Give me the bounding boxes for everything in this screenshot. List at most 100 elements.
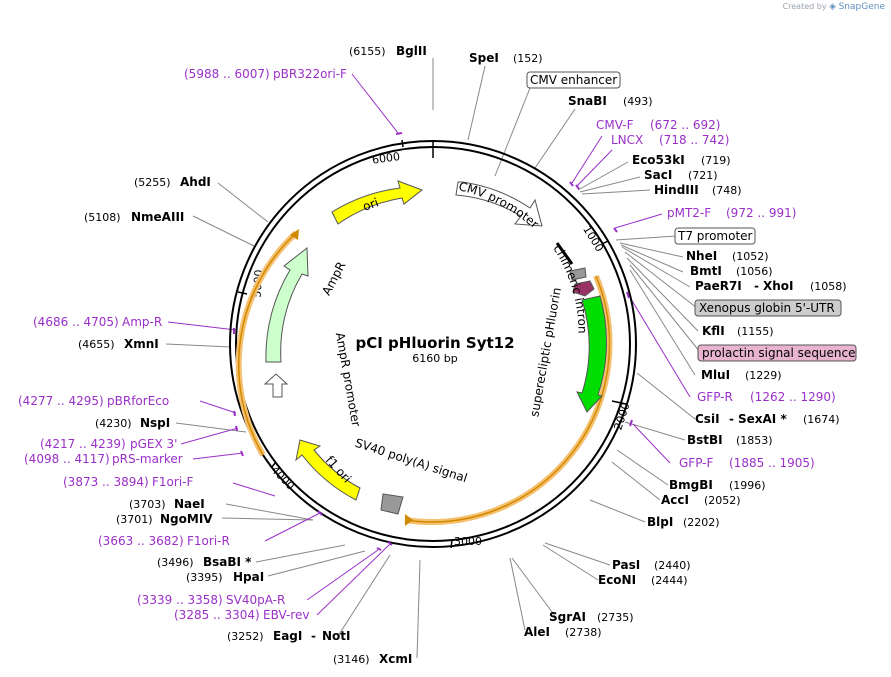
cmv-promoter-arrow <box>455 181 543 227</box>
snapgene-credit: Created by ◈ SnapGene <box>783 2 885 12</box>
site-sgrai-pos: (2735) <box>597 611 634 624</box>
tick-3000: 3000 <box>454 535 482 548</box>
primer-f1ori-f-name: F1ori-F <box>152 475 193 489</box>
primer-prs-marker-name: pRS-marker <box>112 452 183 466</box>
site-econi-name: EcoNI <box>598 573 636 587</box>
site-nmeaiii-pos: (5108) <box>84 211 121 224</box>
site-bsabi-pos: (3496) <box>157 556 194 569</box>
site-hindiii-pos: (748) <box>712 184 742 197</box>
primer-pbrforeco-name: pBRforEco <box>107 394 169 408</box>
phluorin-orf-arrow-icon <box>405 514 413 526</box>
site-sgrai-name: SgrAI <box>549 610 586 624</box>
phluorin-arrow <box>576 295 607 413</box>
site-nhei-pos: (1052) <box>732 250 769 263</box>
t7-promoter-label: T7 promoter <box>677 229 753 243</box>
site-bglii-pos: (6155) <box>349 45 386 58</box>
primer-gfp-r-name: GFP-R <box>697 390 733 404</box>
ampr-orf-line <box>238 232 297 456</box>
site-saci-pos: (721) <box>688 169 718 182</box>
cmv-enhancer-label: CMV enhancer <box>530 73 617 87</box>
primer-ebv-rev-range: (3285 .. 3304) <box>174 608 260 622</box>
primer-ebv-rev-name: EBV-rev <box>263 608 309 622</box>
primer-lncx-range: (718 .. 742) <box>659 133 729 147</box>
site-eco53ki-name: Eco53kI <box>632 153 685 167</box>
site-blpi-name: BlpI <box>647 515 673 529</box>
site-xmni-name: XmnI <box>124 337 159 351</box>
site-sexai-pos: (1674) <box>803 413 840 426</box>
site-saci-name: SacI <box>644 168 672 182</box>
site-econi-pos: (2444) <box>651 574 688 587</box>
primer-gfp-f-range: (1885 .. 1905) <box>729 456 815 470</box>
xenopus-utr-label: Xenopus globin 5'-UTR <box>699 301 835 315</box>
ampr-arrow <box>265 247 309 363</box>
tick-2000: 2000 <box>612 401 633 432</box>
t7-promoter-box <box>674 227 756 245</box>
site-bmti-pos: (1056) <box>736 265 773 278</box>
primer-cmv-f-name: CMV-F <box>596 118 634 132</box>
site-bmgbi-name: BmgBI <box>669 478 713 492</box>
primer-cmv-f-range: (672 .. 692) <box>650 118 720 132</box>
primer-pbr322ori-f-range: (5988 .. 6007) <box>184 67 270 81</box>
sv40-polya-box <box>380 493 404 515</box>
site-paer7i-name: PaeR7I <box>695 279 742 293</box>
site-csii-sep: - <box>729 412 734 426</box>
site-xhoi-pos: (1058) <box>810 280 847 293</box>
tick-marks <box>237 139 627 549</box>
site-acci-pos: (2052) <box>704 494 741 507</box>
site-alei-name: AleI <box>524 625 550 639</box>
site-ngomiv-name: NgoMIV <box>160 512 213 526</box>
site-mlui-name: MluI <box>701 368 730 382</box>
site-acci-name: AccI <box>661 493 689 507</box>
tick-1000: 1000 <box>580 223 606 254</box>
primer-gfp-r-range: (1262 .. 1290) <box>750 390 836 404</box>
site-nmeaiii-name: NmeAIII <box>131 210 184 224</box>
tick-4000: 4000 <box>268 463 297 492</box>
primer-leader-lines <box>167 73 691 616</box>
snapgene-logo-icon: ◈ <box>829 2 837 12</box>
primer-pbr322ori-f-name: pBR322ori-F <box>273 67 347 81</box>
site-pasi-pos: (2440) <box>654 559 691 572</box>
site-bstbi-name: BstBI <box>687 433 723 447</box>
ampr-label: AmpR <box>319 259 348 297</box>
primer-marks <box>233 132 633 551</box>
primer-pbrforeco-range: (4277 .. 4295) <box>18 394 104 408</box>
ampr-promoter-arrow <box>263 373 289 398</box>
site-hindiii-name: HindIII <box>654 183 699 197</box>
site-ngomiv-pos: (3701) <box>116 513 153 526</box>
primer-sv40pa-r-range: (3339 .. 3358) <box>137 593 223 607</box>
site-nspi-name: NspI <box>140 416 170 430</box>
site-bsabi-name: BsaBI * <box>203 555 252 569</box>
plasmid-length: 6160 bp <box>412 352 457 365</box>
primer-pgex3-range: (4217 .. 4239) <box>40 437 126 451</box>
site-kfli-name: KflI <box>702 324 725 338</box>
site-kfli-pos: (1155) <box>737 325 774 338</box>
site-snabi-pos: (493) <box>623 95 653 108</box>
primer-f1ori-r-range: (3663 .. 3682) <box>98 534 184 548</box>
leader-lines <box>165 58 701 659</box>
site-spei-name: SpeI <box>469 51 499 65</box>
prolactin-label: prolactin signal sequence <box>702 346 856 360</box>
site-naei-name: NaeI <box>174 497 205 511</box>
phluorin-label: superecliptic pHluorin <box>527 286 564 417</box>
site-paer7i-sep: - <box>754 279 759 293</box>
primer-amp-r-name: Amp-R <box>122 315 162 329</box>
credit-prefix: Created by <box>782 2 827 11</box>
site-xcmi-pos: (3146) <box>333 653 370 666</box>
site-pasi-name: PasI <box>612 558 640 572</box>
site-bstbi-pos: (1853) <box>736 434 773 447</box>
primer-pgex3-name: pGEX 3' <box>130 437 177 451</box>
site-ahdi-name: AhdI <box>180 175 211 189</box>
phluorin-orf-line <box>404 275 611 523</box>
site-bglii-name: BglII <box>396 44 427 58</box>
site-eagi-name: EagI <box>273 629 302 643</box>
xenopus-utr-label-box <box>694 299 842 317</box>
primer-f1ori-r-name: F1ori-R <box>187 534 230 548</box>
site-eco53ki-pos: (719) <box>701 154 731 167</box>
t7-promoter-mark <box>555 242 574 265</box>
prolactin-signal-box <box>572 280 595 297</box>
site-hpai-name: HpaI <box>233 570 264 584</box>
primer-pmt2-f-name: pMT2-F <box>667 206 711 220</box>
site-spei-pos: (152) <box>513 52 543 65</box>
ori-arrow <box>331 180 424 225</box>
